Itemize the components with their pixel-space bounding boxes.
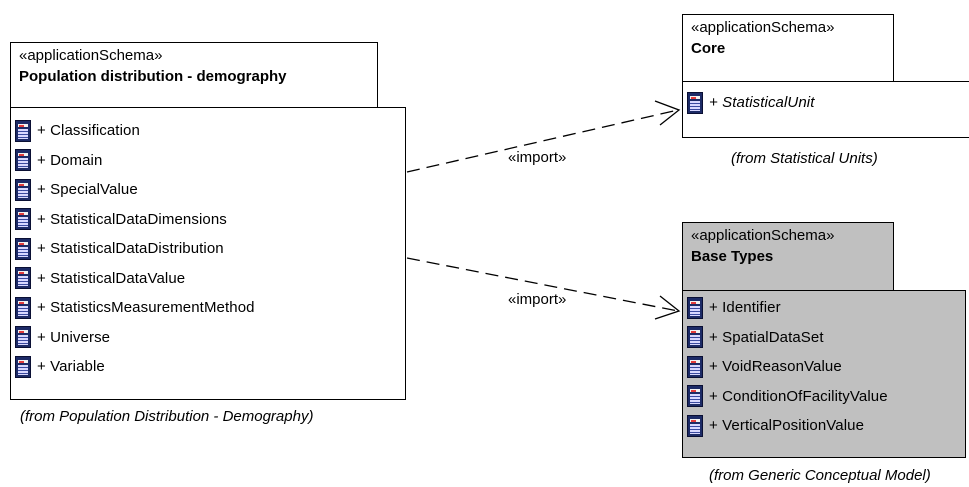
class-name: + StatisticsMeasurementMethod — [37, 299, 255, 317]
class-item[interactable]: + SpecialValue — [11, 175, 405, 205]
class-name: + Identifier — [709, 299, 781, 317]
package-body: + StatisticalUnit — [682, 81, 969, 138]
class-name: + Classification — [37, 122, 140, 140]
class-name: + StatisticalDataValue — [37, 269, 186, 287]
import-edge-basetypes-arrowhead — [654, 295, 681, 320]
class-icon — [15, 178, 31, 201]
class-icon — [15, 296, 31, 319]
import-label-basetypes: «import» — [508, 291, 567, 308]
class-icon — [687, 326, 703, 349]
class-icon — [15, 326, 31, 349]
class-item[interactable]: + Variable — [11, 352, 405, 382]
class-item[interactable]: + StatisticalDataDimensions — [11, 205, 405, 235]
class-icon — [15, 119, 31, 142]
class-name: + Domain — [37, 151, 103, 169]
class-item[interactable]: + SpatialDataSet — [683, 323, 965, 353]
package-title: Population distribution - demography — [19, 68, 287, 85]
class-item[interactable]: + ConditionOfFacilityValue — [683, 382, 965, 412]
import-label-core: «import» — [508, 149, 567, 166]
class-name: + SpatialDataSet — [709, 328, 824, 346]
class-icon — [15, 237, 31, 260]
class-icon — [687, 296, 703, 319]
package-tab: «applicationSchema» Population distribut… — [10, 42, 378, 108]
class-name: + VoidReasonValue — [709, 358, 842, 376]
class-item[interactable]: + Universe — [11, 323, 405, 353]
package-origin-population: (from Population Distribution - Demograp… — [20, 408, 314, 425]
class-name: + ConditionOfFacilityValue — [709, 387, 888, 405]
class-item[interactable]: + Domain — [11, 146, 405, 176]
package-stereotype: «applicationSchema» — [19, 47, 163, 64]
class-item[interactable]: + Identifier — [683, 293, 965, 323]
class-item[interactable]: + StatisticsMeasurementMethod — [11, 293, 405, 323]
package-stereotype: «applicationSchema» — [691, 19, 835, 36]
package-body: + Identifier + SpatialDataSet + VoidReas… — [682, 290, 966, 458]
import-edge-core-arrowhead — [654, 100, 681, 126]
class-icon — [15, 267, 31, 290]
class-item[interactable]: + StatisticalUnit — [683, 88, 969, 118]
class-icon — [687, 385, 703, 408]
package-origin-core: (from Statistical Units) — [731, 150, 878, 167]
class-icon — [687, 355, 703, 378]
package-population-distribution[interactable]: «applicationSchema» Population distribut… — [10, 42, 406, 400]
package-title: Core — [691, 40, 726, 57]
class-name: + VerticalPositionValue — [709, 417, 865, 435]
class-icon — [15, 355, 31, 378]
package-body: + Classification + Domain + SpecialValue… — [10, 107, 406, 400]
package-tab: «applicationSchema» Base Types — [682, 222, 894, 291]
class-name: + Variable — [37, 358, 105, 376]
package-tab: «applicationSchema» Core — [682, 14, 894, 82]
package-title: Base Types — [691, 248, 774, 265]
package-core[interactable]: «applicationSchema» Core + StatisticalUn… — [682, 14, 969, 138]
class-item[interactable]: + Classification — [11, 116, 405, 146]
package-stereotype: «applicationSchema» — [691, 227, 835, 244]
class-item[interactable]: + VerticalPositionValue — [683, 411, 965, 441]
class-name: + SpecialValue — [37, 181, 138, 199]
import-edge-basetypes — [406, 257, 679, 312]
class-item[interactable]: + StatisticalDataDistribution — [11, 234, 405, 264]
class-icon — [687, 414, 703, 437]
class-item[interactable]: + StatisticalDataValue — [11, 264, 405, 294]
class-name: + StatisticalDataDimensions — [37, 210, 227, 228]
package-origin-base-types: (from Generic Conceptual Model) — [709, 467, 931, 484]
package-base-types[interactable]: «applicationSchema» Base Types + Identif… — [682, 222, 966, 458]
class-name: + Universe — [37, 328, 111, 346]
class-icon — [687, 91, 703, 114]
class-name: + StatisticalUnit — [709, 94, 815, 112]
class-item[interactable]: + VoidReasonValue — [683, 352, 965, 382]
import-edge-core — [406, 109, 679, 173]
class-icon — [15, 208, 31, 231]
class-icon — [15, 149, 31, 172]
class-name: + StatisticalDataDistribution — [37, 240, 224, 258]
